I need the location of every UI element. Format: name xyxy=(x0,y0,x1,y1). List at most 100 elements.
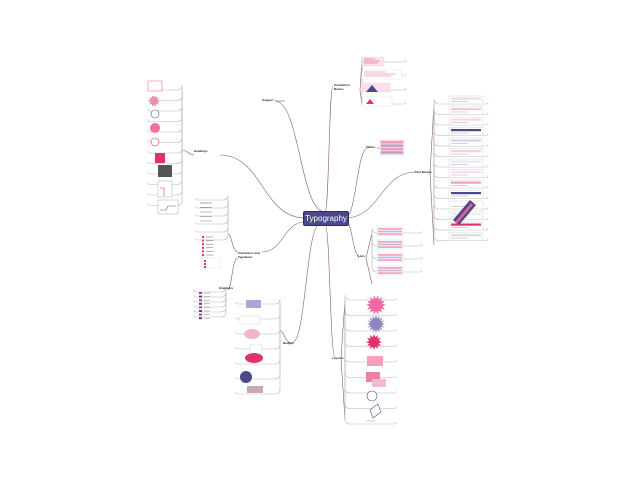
starburst-purple xyxy=(367,315,385,333)
thumb-text-block xyxy=(448,137,484,147)
connector-headings-sub xyxy=(181,149,195,156)
connector-badges xyxy=(291,223,321,344)
thumb-text-block xyxy=(448,158,484,168)
thumb-text-block xyxy=(448,116,484,126)
heading-dark-block xyxy=(158,165,172,177)
text-block-bar xyxy=(451,160,481,163)
connector-text-sub xyxy=(429,103,435,246)
emphasis-mark xyxy=(199,317,202,320)
thumb-production-2 xyxy=(361,69,403,80)
branch-layouts[interactable]: Layouts xyxy=(332,356,344,360)
badge-square xyxy=(249,344,263,355)
text-block-bar xyxy=(451,192,481,195)
badge-pill xyxy=(245,353,263,363)
text-block-bar xyxy=(451,181,481,184)
branch-support[interactable]: Support xyxy=(262,98,274,102)
badges-frame xyxy=(235,304,281,395)
branch-production-basics[interactable]: Production Basics xyxy=(334,83,350,91)
thumb-text-block xyxy=(448,190,484,199)
connector-tables xyxy=(344,147,369,219)
badges-frame xyxy=(235,304,281,380)
heading-frame-2 xyxy=(157,199,179,215)
starburst-pink xyxy=(366,295,386,315)
char-bullet xyxy=(202,246,204,249)
char-bullet xyxy=(202,250,204,253)
char-bullet xyxy=(202,243,204,246)
badge-rect xyxy=(246,300,261,308)
table-row-thumb xyxy=(381,147,403,151)
thumb-layout-tab xyxy=(366,372,380,382)
connector-production-sub xyxy=(359,59,363,106)
thumb-text-block xyxy=(448,169,484,178)
heading-block xyxy=(155,153,165,163)
connector-badges-sub xyxy=(279,329,293,344)
layouts-frame xyxy=(344,300,397,425)
list-row xyxy=(378,233,402,235)
branch-lists[interactable]: Lists xyxy=(358,254,366,258)
text-block-bar xyxy=(451,139,481,142)
branch-emphasis[interactable]: Emphasis xyxy=(219,286,234,290)
badges-frame xyxy=(235,298,281,305)
leaf-frames xyxy=(147,56,489,425)
emphasis-frame xyxy=(193,292,227,318)
thumb-layout-tab-2 xyxy=(372,379,386,387)
list-row xyxy=(378,254,402,256)
text-block-bar xyxy=(451,234,481,237)
connector-support xyxy=(274,100,326,213)
branch-characters-typefaces[interactable]: Characters and Typefaces xyxy=(238,251,260,259)
thumb-text-block xyxy=(448,232,484,241)
list-row xyxy=(378,246,402,248)
list-row xyxy=(378,230,402,233)
emphasis-mark xyxy=(199,313,202,316)
branch-badges[interactable]: Badges xyxy=(283,341,294,345)
emphasis-mark xyxy=(199,302,202,305)
char-bullet xyxy=(202,254,204,256)
list-row xyxy=(378,241,402,243)
emphasis-frame xyxy=(193,286,227,293)
production-triangle-2 xyxy=(366,99,374,104)
thumb-text-block xyxy=(448,221,484,231)
emphasis-mark xyxy=(199,299,202,302)
heading-circle xyxy=(150,109,160,119)
text-block-bar xyxy=(451,202,481,205)
table-row-thumb xyxy=(381,141,403,144)
heading-flower xyxy=(150,123,160,133)
characters-frame xyxy=(195,200,229,241)
char-bullet xyxy=(202,239,204,242)
text-block-bar xyxy=(451,97,481,100)
branch-text-blocks[interactable]: Text Blocks xyxy=(415,170,432,174)
central-topic[interactable]: Typography xyxy=(303,211,349,226)
list-row xyxy=(378,269,402,272)
char-bullet-2 xyxy=(204,263,206,265)
char-bullet-2 xyxy=(204,260,206,262)
list-row xyxy=(378,243,402,246)
heading-burst xyxy=(148,95,160,107)
badge-circle xyxy=(240,371,252,383)
badge-outline xyxy=(239,315,261,325)
list-row xyxy=(378,256,402,259)
heading-step xyxy=(160,187,165,196)
connector-char-sub xyxy=(227,233,239,253)
emphasis-mark xyxy=(199,310,202,312)
branch-tables[interactable]: Tables xyxy=(366,145,376,149)
thumb-text-block xyxy=(448,95,484,105)
diagonal-block-stripe xyxy=(455,203,473,224)
emphasis-frame xyxy=(193,292,227,308)
emphasis-mark xyxy=(199,306,202,309)
emphasis-frame xyxy=(193,291,227,298)
list-row xyxy=(378,267,402,269)
emphasis-mark xyxy=(199,295,202,298)
thumb-text-block xyxy=(448,106,484,115)
heading-ring xyxy=(150,137,160,147)
connector-headings xyxy=(219,154,306,219)
textblocks-frame xyxy=(433,98,489,105)
char-box xyxy=(201,257,221,269)
thumb-text-block xyxy=(448,148,484,157)
textblocks-frame xyxy=(433,104,489,241)
clock-icon xyxy=(366,390,378,402)
characters-frame xyxy=(195,200,229,209)
branch-headings[interactable]: Headings xyxy=(194,149,208,153)
emphasis-mark xyxy=(199,292,202,294)
thumb-production-1 xyxy=(361,56,385,67)
